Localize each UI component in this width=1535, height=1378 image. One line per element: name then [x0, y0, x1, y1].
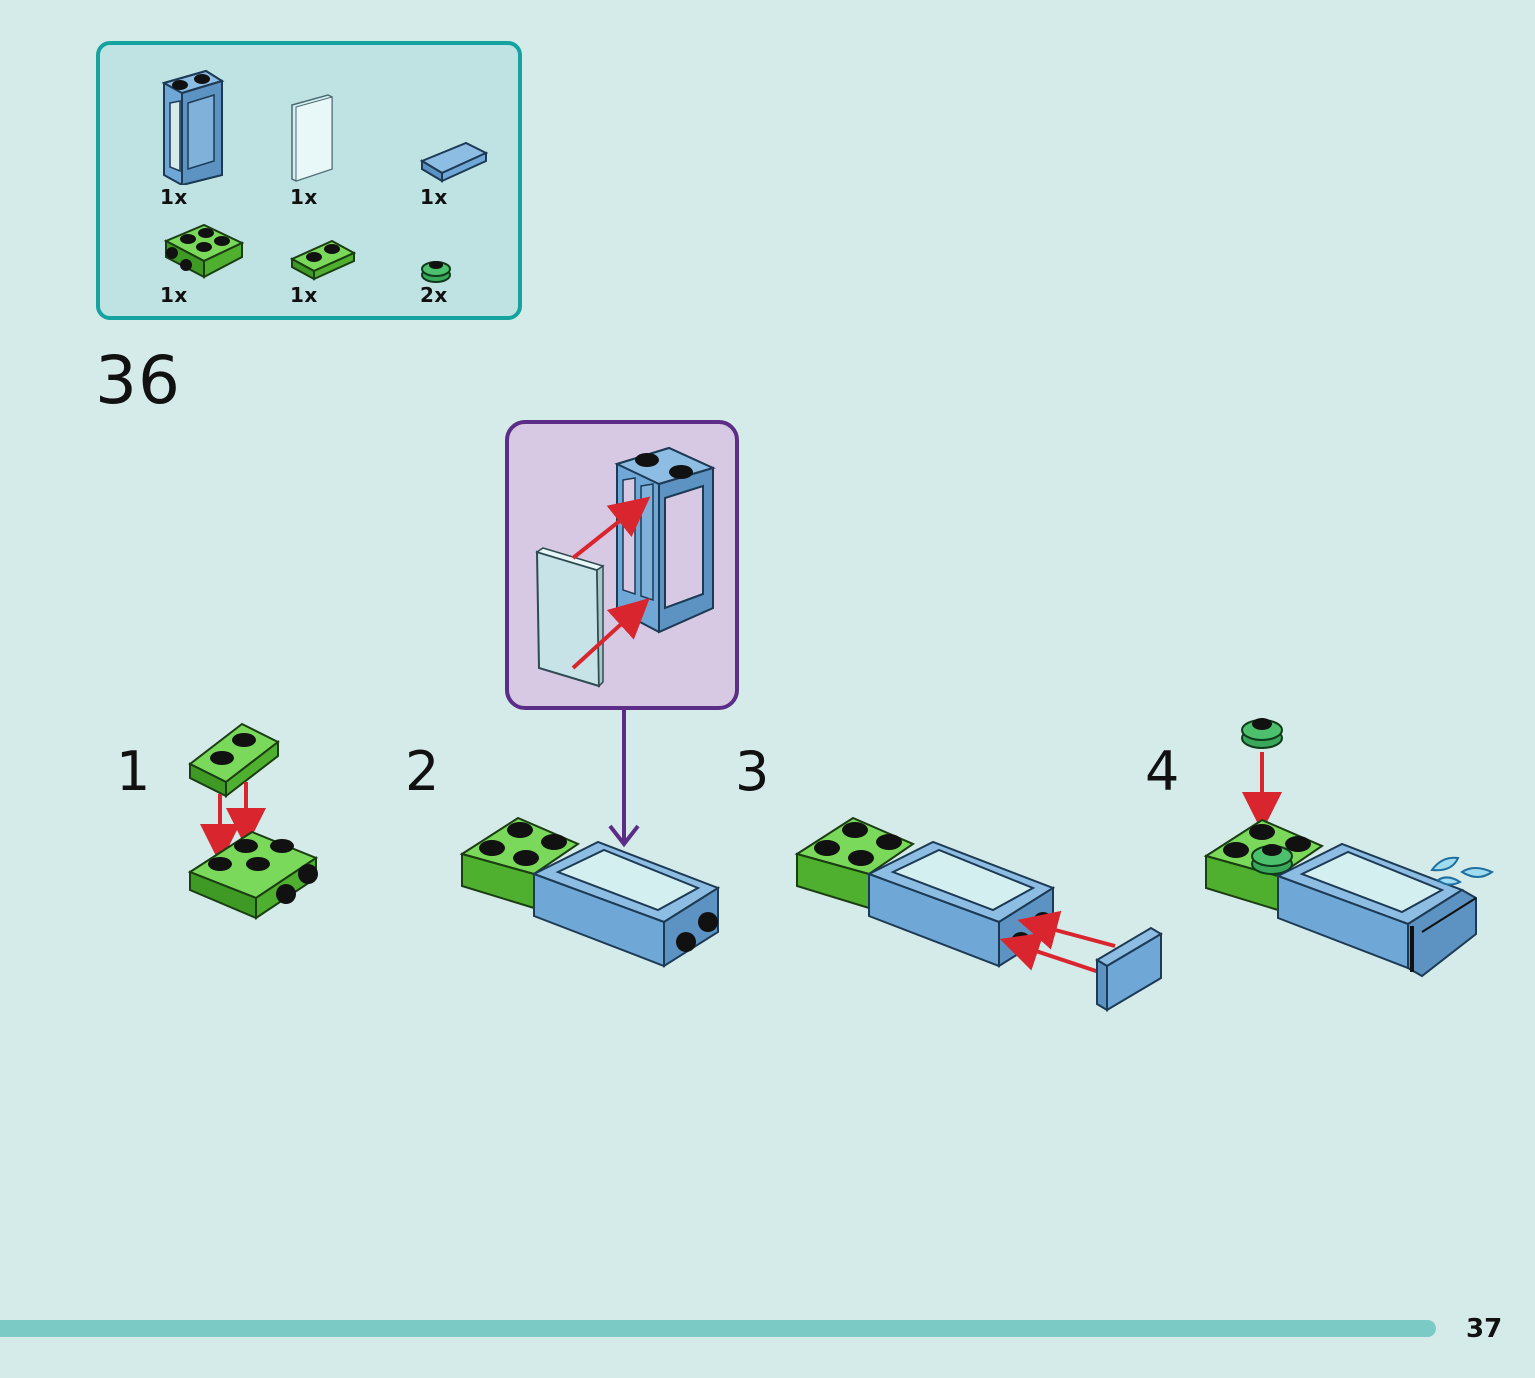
page-number: 37 — [1466, 1314, 1503, 1344]
sub-step-number: 3 — [735, 740, 770, 803]
sub-assembly-callout — [505, 420, 739, 710]
step-4-assembly-illustration — [1203, 718, 1495, 978]
progress-bar — [0, 1320, 1436, 1337]
sub-step-number: 1 — [116, 740, 151, 803]
step-3-assembly-illustration — [794, 816, 1163, 1012]
step-2-assembly-illustration — [459, 816, 721, 968]
step-1-assembly-illustration — [187, 722, 319, 920]
glass-part-icon — [291, 94, 333, 182]
plate-part-icon — [289, 239, 357, 281]
round-plate-part-icon — [421, 261, 451, 283]
part-qty: 1x — [160, 283, 188, 307]
frame-part-icon — [161, 69, 225, 185]
glass-into-frame-illustration — [535, 446, 716, 688]
sub-step-number: 4 — [1145, 740, 1180, 803]
part-qty: 1x — [290, 283, 318, 307]
step-number: 36 — [95, 342, 181, 419]
part-qty: 1x — [290, 185, 318, 209]
tile-part-icon — [419, 141, 488, 183]
callout-arrow-icon — [608, 708, 640, 848]
sub-step-number: 2 — [405, 740, 440, 803]
part-qty: 2x — [420, 283, 448, 307]
part-qty: 1x — [160, 185, 188, 209]
parts-list: 1x 1x 1x 1x 1x 2x — [96, 41, 522, 320]
bracket-part-icon — [163, 223, 245, 279]
part-qty: 1x — [420, 185, 448, 209]
